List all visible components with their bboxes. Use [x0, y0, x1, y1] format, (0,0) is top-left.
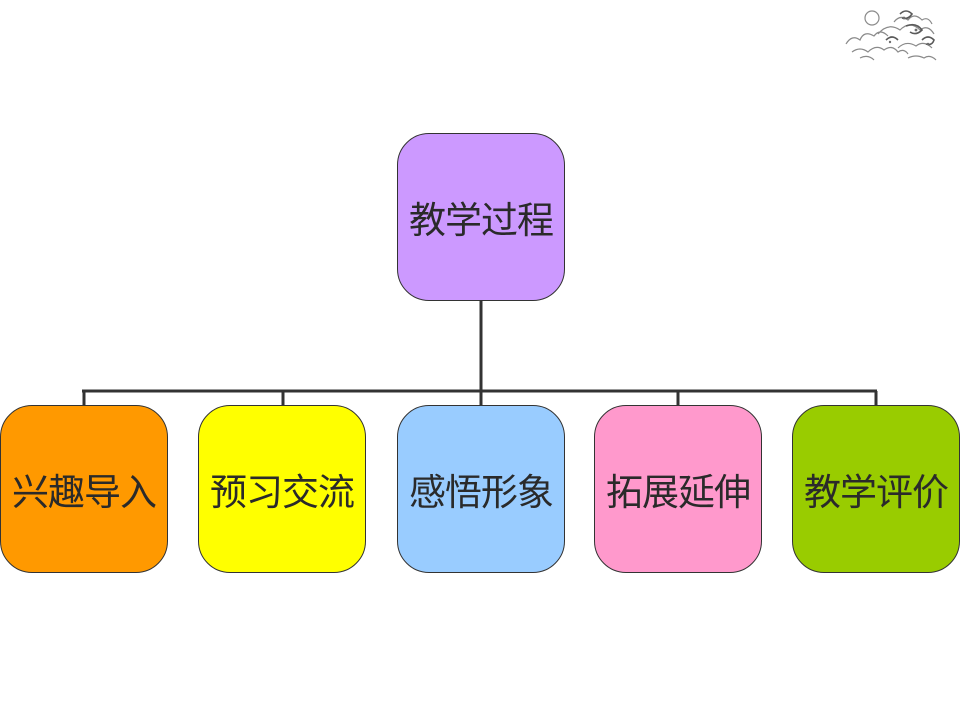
child-node-1-label: 兴趣导入	[12, 471, 157, 514]
child-node-4-label: 拓展延伸	[606, 471, 751, 514]
child-node-3-label: 感悟形象	[409, 471, 554, 514]
root-node: 教学过程	[397, 133, 565, 301]
child-node-2-label: 预习交流	[210, 471, 355, 514]
child-node-4: 拓展延伸	[594, 405, 762, 573]
root-node-label: 教学过程	[409, 199, 554, 242]
child-node-5-label: 教学评价	[804, 471, 949, 514]
child-node-5: 教学评价	[792, 405, 960, 573]
child-node-2: 预习交流	[198, 405, 366, 573]
child-node-3: 感悟形象	[397, 405, 565, 573]
child-node-1: 兴趣导入	[0, 405, 168, 573]
auspicious-cloud-icon	[845, 10, 937, 61]
